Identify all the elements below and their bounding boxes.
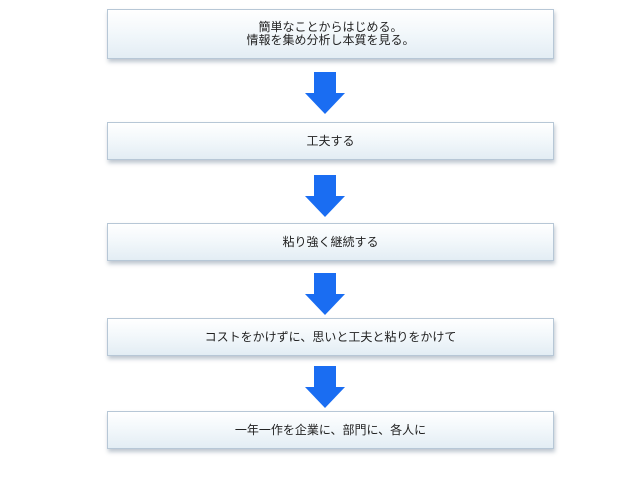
step-3-line-1: 粘り強く継続する — [282, 234, 379, 249]
step-1-line-1: 簡単なことからはじめる。 — [258, 20, 403, 34]
step-box-4: コストをかけずに、思いと工夫と粘りをかけて — [107, 318, 554, 356]
down-arrow-icon — [305, 366, 345, 408]
step-5-line-1: 一年一作を企業に、部門に、各人に — [234, 422, 427, 437]
down-arrow-icon — [305, 72, 345, 114]
step-1-line-2: 情報を集め分析し本質を見る。 — [246, 33, 415, 47]
step-box-1: 簡単なことからはじめる。 情報を集め分析し本質を見る。 — [107, 9, 554, 59]
down-arrow-icon — [305, 273, 345, 315]
step-2-line-1: 工夫する — [306, 133, 355, 148]
step-box-3: 粘り強く継続する — [107, 223, 554, 261]
step-4-line-1: コストをかけずに、思いと工夫と粘りをかけて — [204, 329, 457, 344]
down-arrow-icon — [305, 175, 345, 217]
step-box-5: 一年一作を企業に、部門に、各人に — [107, 411, 554, 449]
step-box-2: 工夫する — [107, 122, 554, 160]
